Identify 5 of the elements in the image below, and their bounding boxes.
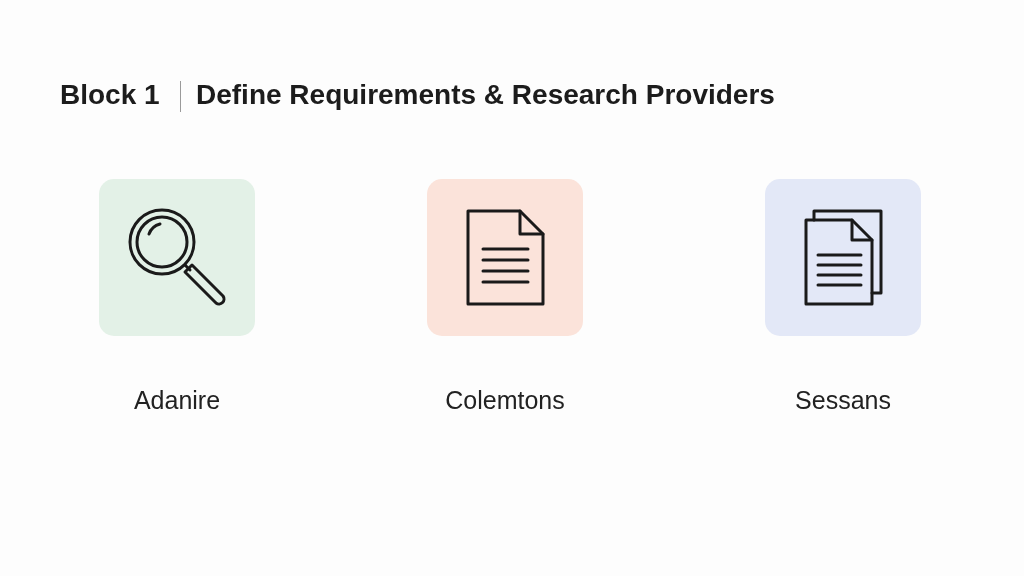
icon-caption: Sessans bbox=[795, 385, 891, 415]
block-number: Block 1 bbox=[60, 78, 160, 112]
heading: Define Requirements & Research Providers bbox=[196, 78, 775, 112]
icon-caption: Adanire bbox=[133, 385, 221, 415]
icon-caption: Colemtons bbox=[445, 385, 565, 415]
